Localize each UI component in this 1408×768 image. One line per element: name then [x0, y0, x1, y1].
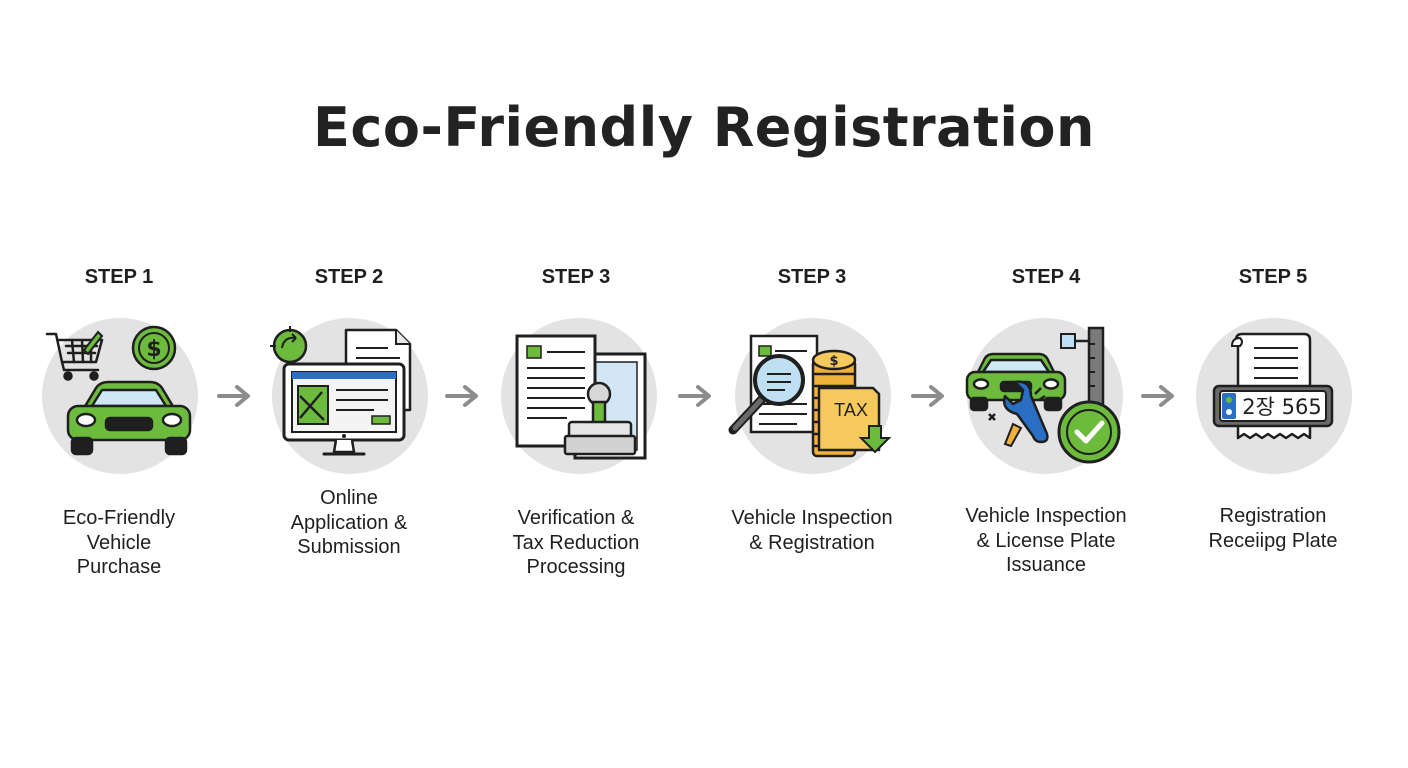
caption-line: & License Plate	[976, 529, 1116, 552]
step-4-illustration: $ TAX	[728, 334, 892, 458]
wrench-icon	[988, 380, 1049, 448]
step-label: STEP 5	[1238, 266, 1308, 288]
step-caption: Vehicle Inspection & Registration	[697, 506, 927, 555]
tax-label: TAX	[834, 400, 868, 420]
step-caption: Eco-Friendly Vehicle Purchase	[4, 506, 234, 580]
check-badge-icon	[1057, 400, 1121, 464]
arrow-right-icon	[911, 385, 944, 407]
inspection-gauge-icon	[1060, 326, 1105, 426]
step-2-illustration	[270, 326, 412, 456]
step-1-illustration: $	[45, 325, 192, 456]
step-3-illustration	[515, 334, 647, 460]
arrow-right-icon	[1141, 385, 1174, 407]
caption-line: Receiipg Plate	[1208, 529, 1338, 552]
computer-monitor-icon	[282, 362, 406, 456]
arrow-right-icon	[217, 385, 250, 407]
license-plate-icon: 2장 565	[1212, 384, 1334, 428]
caption-line: Processing	[526, 556, 626, 578]
recycle-leaf-icon	[270, 326, 308, 364]
step-caption: Registration Receiipg Plate	[1158, 504, 1388, 553]
green-car-icon	[66, 380, 192, 456]
step-label: STEP 2	[314, 266, 384, 288]
step-label: STEP 3	[541, 266, 611, 288]
step-5-illustration	[965, 326, 1121, 464]
caption-line: Online	[320, 487, 378, 509]
caption-line: Vehicle Inspection	[731, 507, 893, 529]
step-label: STEP 3	[777, 266, 847, 288]
caption-line: Vehicle	[86, 531, 152, 554]
step-label: STEP 1	[84, 266, 154, 288]
caption-line: Tax Reduction	[512, 531, 640, 554]
dollar-coin-icon: $	[131, 325, 177, 371]
plate-number: 2장 565	[1242, 395, 1321, 419]
page-title: Eco-Friendly Registration	[313, 96, 1095, 159]
caption-line: Verification &	[517, 507, 635, 529]
tax-document-icon: TAX	[817, 386, 892, 454]
arrow-right-icon	[445, 385, 478, 407]
caption-line: Eco-Friendly	[62, 507, 176, 529]
stamp-icon	[563, 381, 637, 456]
caption-line: Registration	[1219, 505, 1327, 527]
step-caption: Vehicle Inspection & License Plate Issua…	[931, 504, 1161, 578]
arrow-right-icon	[678, 385, 711, 407]
caption-line: Application &	[290, 511, 408, 534]
svg-text:$: $	[829, 354, 838, 369]
svg-text:$: $	[146, 337, 161, 362]
down-arrow-icon	[858, 425, 892, 454]
caption-line: Vehicle Inspection	[965, 505, 1127, 527]
caption-line: Issuance	[1005, 554, 1087, 576]
caption-line: Submission	[297, 536, 401, 558]
caption-line: & Registration	[749, 531, 875, 554]
magnifying-glass-icon	[728, 354, 805, 435]
step-label: STEP 4	[1011, 266, 1081, 288]
green-car-icon	[965, 352, 1067, 412]
step-caption: Online Application & Submission	[234, 486, 464, 560]
caption-line: Purchase	[76, 556, 162, 578]
step-6-illustration: 2장 565	[1212, 332, 1334, 440]
step-caption: Verification & Tax Reduction Processing	[461, 506, 691, 580]
